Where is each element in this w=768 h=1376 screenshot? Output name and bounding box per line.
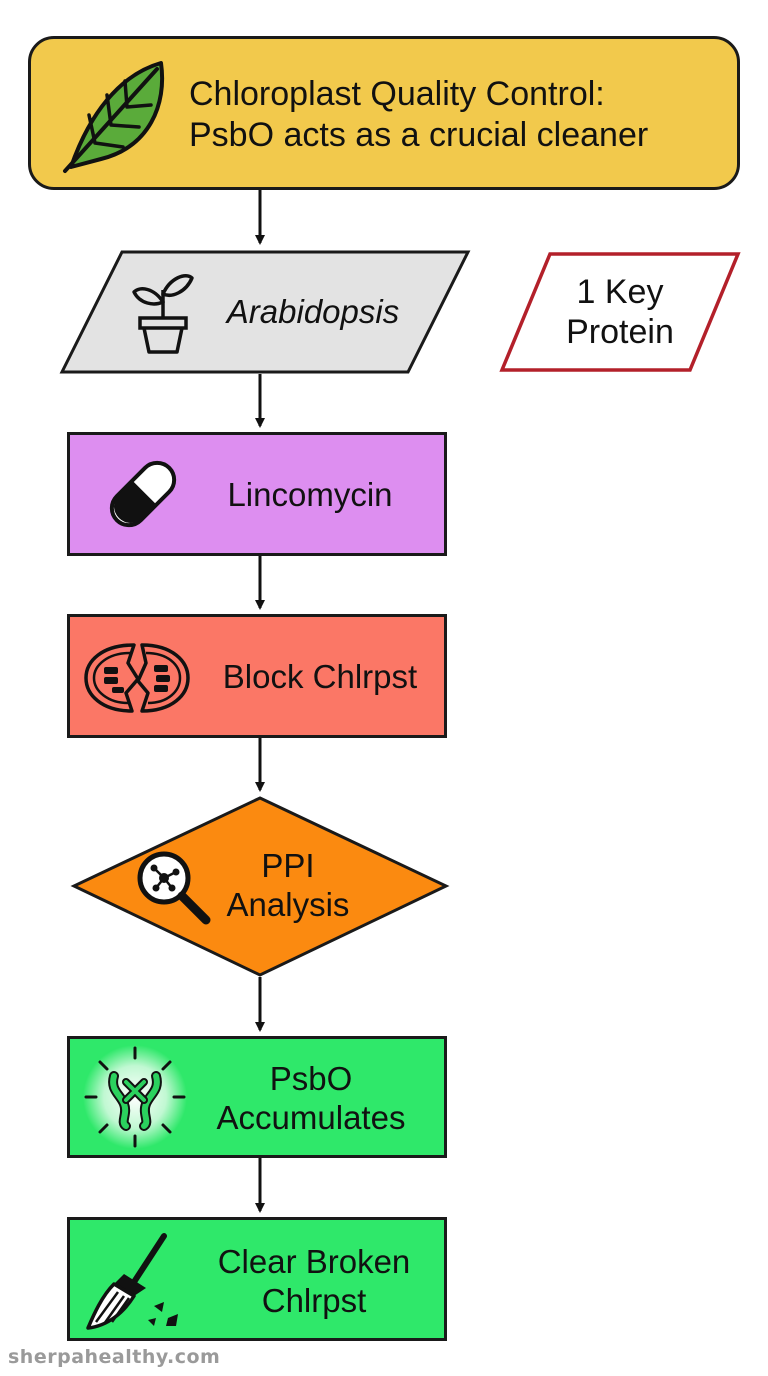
psbo-accumulates-label: PsbO Accumulates — [196, 1053, 426, 1145]
broken-chloroplast-icon — [84, 643, 190, 713]
watermark: sherpahealthy.com — [8, 1346, 221, 1368]
psbo-accumulates-node: PsbO Accumulates — [67, 1036, 447, 1158]
pill-capsule-icon — [109, 460, 177, 528]
lincomycin-node: Lincomycin — [67, 432, 447, 556]
ppi-line-2: Analysis — [226, 886, 350, 923]
ppi-analysis-node: PPI Analysis — [70, 796, 450, 977]
arabidopsis-label: Arabidopsis — [226, 292, 400, 330]
psbo-line-1: PsbO — [269, 1060, 353, 1098]
lincomycin-label: Lincomycin — [227, 475, 393, 513]
potted-plant-icon — [132, 273, 194, 354]
clear-line-1: Clear Broken — [217, 1243, 411, 1281]
key-protein-node: 1 Key Protein — [499, 252, 741, 372]
ppi-line-1: PPI — [261, 847, 315, 885]
diagram-title: Chloroplast Quality Control: PsbO acts a… — [189, 63, 729, 167]
key-protein-label: 1 Key Protein — [540, 266, 700, 358]
broom-icon — [86, 1233, 178, 1330]
block-chloroplast-label: Block Chlrpst — [222, 657, 418, 695]
clear-broken-chloroplast-node: Clear Broken Chlrpst — [67, 1217, 447, 1341]
glowing-protein-icon — [83, 1045, 187, 1149]
title-box: Chloroplast Quality Control: PsbO acts a… — [28, 36, 740, 190]
key-protein-line-1: 1 Key — [576, 272, 664, 311]
leaf-icon — [63, 61, 164, 173]
title-line-1: Chloroplast Quality Control: — [189, 74, 605, 113]
psbo-line-2: Accumulates — [216, 1099, 406, 1136]
key-protein-line-2: Protein — [566, 313, 674, 351]
clear-line-2: Chlrpst — [261, 1282, 367, 1319]
arabidopsis-node: Arabidopsis — [59, 250, 471, 374]
title-line-2: PsbO acts as a crucial cleaner — [189, 116, 649, 154]
ppi-analysis-label: PPI Analysis — [208, 840, 368, 932]
network-magnifier-icon — [137, 851, 211, 925]
block-chloroplast-node: Block Chlrpst — [67, 614, 447, 738]
clear-broken-chloroplast-label: Clear Broken Chlrpst — [194, 1236, 434, 1328]
